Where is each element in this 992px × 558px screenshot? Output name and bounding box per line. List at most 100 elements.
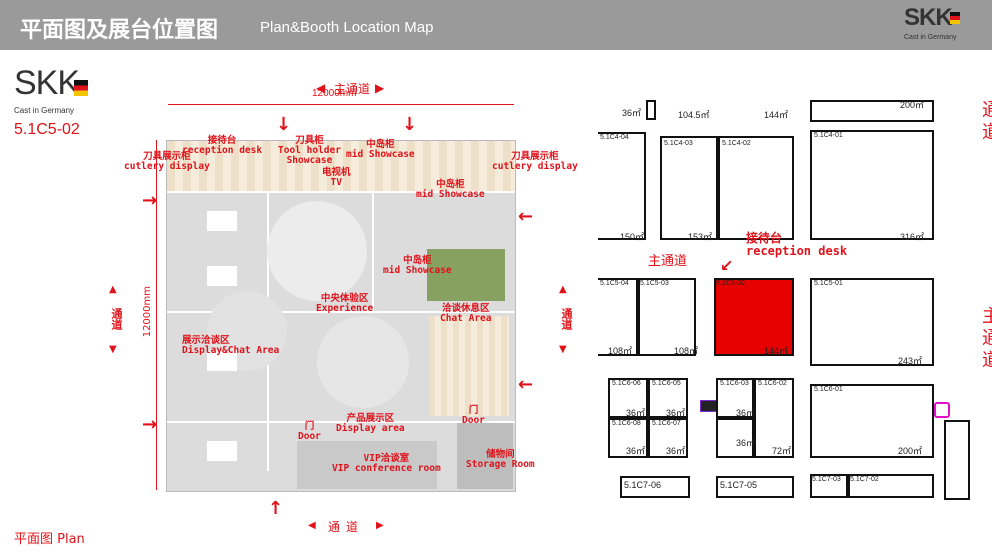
map-size: 200㎡ [898,446,923,456]
label-experience: 中央体验区 Experience [316,294,373,314]
map-booth-id: 5.1C4-02 [722,140,751,147]
aisle-left-label: 通道 [110,308,123,330]
label-experience-cn: 中央体验区 [320,293,369,304]
label-cutlery-right: 刀具展示柜 cutlery display [492,152,578,172]
map-size: 36㎡ [736,438,756,448]
main-aisle-label: 主通道 [334,82,371,96]
map-size: 36㎡ [626,408,646,418]
map-booth [716,418,754,458]
label-mid-showcase-right-cn: 中岛柜 [436,179,465,190]
aisle-arrow-icon: ▶ [376,520,384,531]
display-table [207,211,237,231]
map-size: 72㎡ [772,446,792,456]
map-booth [646,100,656,120]
booth-code: 5.1C5-02 [14,121,80,138]
floor-plan: 主通道 ◀ ▶ 12000mm 接待台 reception desk 刀具柜 [100,74,580,554]
storage-room [457,423,513,489]
map-reception-cn: 接待台 [746,231,783,245]
top-counter [167,141,515,191]
aisle-arrow-icon: ◀ [308,520,316,531]
label-display-chat-cn: 展示洽谈区 [182,335,230,346]
display-table [207,441,237,461]
map-booth-id: 5.1C7-06 [624,480,662,490]
map-reception-en: reception desk [746,244,848,258]
map-booth [810,474,848,498]
entry-arrow-icon: ↑ [268,498,284,519]
map-booth [608,418,648,458]
map-booth-id: 5.1C5-03 [640,280,669,287]
aisle-arrow-icon: ▶ [375,81,385,95]
label-experience-en: Experience [316,303,374,314]
location-map: 36㎡ 104.5㎡ 144㎡ 200㎡ 5.1C4-04 150㎡ 5.1C4… [598,90,992,510]
aisle-arrow-icon: ▲ [559,284,567,295]
label-chat-area: 洽谈休息区 Chat Area [440,304,491,324]
dimension-label-h: 12000mm [312,88,357,99]
map-booth [718,136,794,240]
map-size: 108㎡ [674,346,699,356]
label-reception-cn: 接待台 [207,135,237,146]
label-mid-showcase-top-en: mid Showcase [346,149,415,160]
pointer-arrow-icon: ↙ [720,256,734,275]
map-booth-id: 5.1C6-08 [612,420,641,427]
map-booth-highlight [714,278,794,356]
map-booth [848,474,934,498]
label-mid-showcase-right-en: mid Showcase [416,189,485,200]
map-booth [598,278,638,356]
map-size: 108㎡ [608,346,633,356]
dimension-label-v: 12000mm [142,286,153,338]
map-booth-id: 5.1C6-01 [814,386,843,393]
map-booth-id: 5.1C5-02 [716,280,745,287]
wall [167,421,515,423]
entry-arrow-icon: → [142,414,158,435]
brand-logo-tagline: Cast in Germany [14,106,75,115]
label-door-right: 门 Door [462,406,485,426]
label-tool-holder-en1: Tool holder [278,145,341,156]
entry-arrow-icon: ← [518,374,534,395]
map-booth [810,278,934,366]
wall [167,191,515,193]
label-mid-showcase-top-cn: 中岛柜 [366,139,395,150]
header-logo-tagline: Cast in Germany [904,34,957,41]
aisle-arrow-icon: ▼ [559,344,567,355]
map-size: 316㎡ [900,232,925,242]
map-size: 36㎡ [666,408,686,418]
label-display-chat: 展示洽谈区 Display&Chat Area [182,336,279,356]
plan-caption: 平面图 Plan [14,532,85,547]
aisle-bottom-label: 通道 [328,520,365,534]
map-right-aisle: 通道 [979,100,992,144]
map-size: 153㎡ [688,232,713,242]
label-cutlery-right-cn: 刀具展示柜 [511,151,559,162]
label-vip-en: VIP conference room [332,463,441,474]
label-mid-showcase-center: 中岛柜 mid Showcase [383,256,452,276]
map-booth-id: 5.1C4-03 [664,140,693,147]
label-display-area-en: Display area [336,423,405,434]
label-chat-area-cn: 洽谈休息区 [441,303,490,314]
map-booth [648,378,688,418]
label-tool-holder: 刀具柜 Tool holder Showcase [278,136,341,166]
map-booth-id: 5.1C6-02 [758,380,787,387]
display-circle [267,201,367,301]
map-main-aisle: 主通道 [648,254,688,269]
page-title: 平面图及展台位置图 [20,18,219,43]
entry-arrow-icon: → [142,190,158,211]
map-booth [598,132,646,240]
map-booth-id: 5.1C7-02 [850,476,879,483]
label-tool-holder-cn: 刀具柜 [295,135,324,146]
map-booth [716,378,754,418]
label-cutlery-right-en: cutlery display [492,161,578,172]
display-circle [317,316,409,408]
map-booth [716,476,794,498]
label-cutlery-left-cn: 刀具展示柜 [143,151,191,162]
label-vip-cn: VIP洽谈室 [363,453,410,464]
brand-logo-text: SKK [14,64,80,102]
label-door-right-en: Door [462,415,485,426]
map-booth [620,476,690,498]
map-booth-id: 5.1C6-05 [652,380,681,387]
map-booth [810,384,934,458]
label-mid-showcase-center-cn: 中岛柜 [403,255,432,266]
label-cutlery-left: 刀具展示柜 cutlery display [124,152,210,172]
map-booth-id: 5.1C6-07 [652,420,681,427]
label-cutlery-left-en: cutlery display [124,161,210,172]
map-booth [754,378,794,458]
map-size: 150㎡ [620,232,645,242]
